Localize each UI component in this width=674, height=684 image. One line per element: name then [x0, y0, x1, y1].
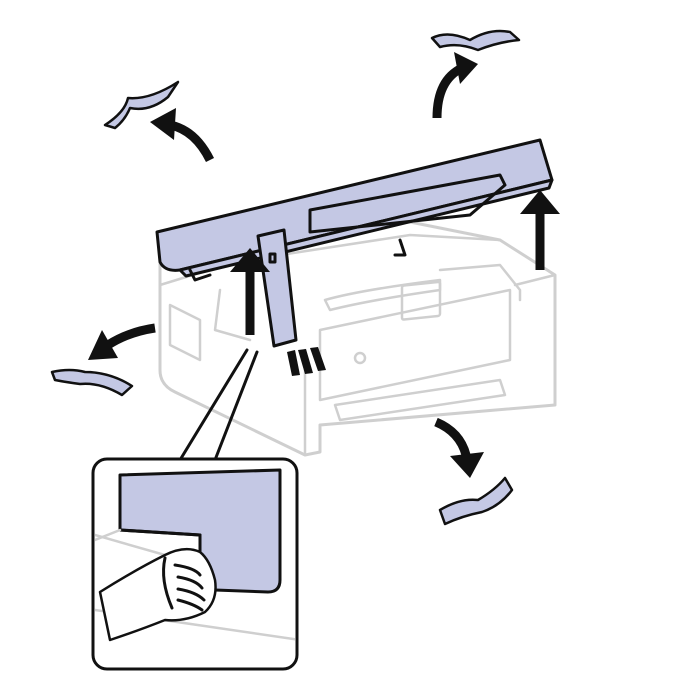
hand-palm	[98, 547, 217, 642]
lift-arrow-right	[520, 190, 560, 270]
callout-line	[213, 350, 259, 462]
paper-removal-left	[50, 323, 156, 397]
hand-finger	[176, 587, 206, 602]
paper-sheet-icon	[50, 368, 134, 397]
scanner-support-latch	[268, 252, 277, 264]
lift-arrow-head	[520, 190, 560, 214]
printer-control-panel	[318, 288, 512, 402]
curved-arrow-head	[150, 108, 176, 140]
printer-power-button	[353, 351, 367, 365]
printer-paper-path	[323, 278, 442, 312]
printer-housing	[158, 220, 557, 457]
motion-mark	[298, 349, 313, 374]
inset-lid-edge	[118, 528, 202, 537]
printer-left-inner	[213, 288, 252, 342]
curved-arrow-icon	[168, 120, 215, 163]
callout-line	[178, 348, 249, 462]
detail-inset	[91, 457, 299, 671]
printer-inner-frame	[438, 263, 522, 302]
paper-sheet-icon	[430, 29, 521, 52]
curved-arrow-icon	[432, 63, 465, 119]
printer-body	[158, 220, 557, 457]
hand-icon	[98, 547, 217, 642]
hand-finger	[176, 598, 204, 612]
scanner-lid-underside	[308, 173, 507, 234]
printer-display	[400, 280, 442, 321]
lift-arrow-head	[230, 248, 270, 272]
curved-arrow-head	[454, 52, 478, 84]
curved-arrow-icon	[434, 417, 471, 457]
scanner-lid-hinge	[393, 238, 407, 257]
scanner-lid-corner	[188, 268, 212, 282]
callout-lines	[178, 348, 259, 462]
curved-arrow-head	[88, 330, 118, 360]
scanner-support-arm	[256, 228, 298, 348]
scanner-unit-lid-icon	[155, 138, 554, 348]
curved-arrow-icon	[105, 323, 156, 349]
motion-marks	[287, 347, 326, 376]
hand-finger	[173, 563, 202, 577]
printer-output-tray	[333, 378, 507, 422]
paper-removal-bottom	[434, 417, 514, 526]
lift-arrow-left	[230, 248, 270, 335]
paper-removal-top-right	[430, 29, 521, 119]
hand-thumb-line	[162, 556, 174, 610]
paper-sheet-icon	[103, 80, 180, 130]
inset-printer-corner	[95, 528, 122, 542]
printer-side-slot	[168, 303, 202, 362]
motion-mark	[310, 347, 326, 371]
paper-removal-top-left	[103, 80, 215, 163]
hand-finger	[176, 575, 204, 590]
printer-right-edge	[513, 273, 557, 287]
paper-sheet-icon	[438, 476, 514, 526]
curved-arrow-head	[450, 452, 484, 478]
motion-mark	[287, 350, 300, 376]
